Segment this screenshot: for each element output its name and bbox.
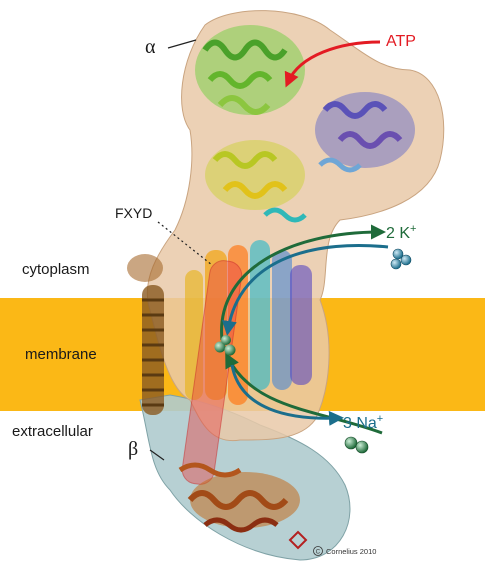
k-ion-icon [391,249,411,269]
actuator-domain [195,25,305,115]
alpha-leader-line [168,40,196,48]
membrane-label: membrane [25,346,97,363]
na-ion-icon [345,437,368,453]
cytoplasm-label: cytoplasm [22,261,90,278]
copyright-symbol: C [316,550,321,556]
copyright-label: Cornelius 2010 [326,547,376,556]
fxyd-label: FXYD [115,205,152,221]
na-ions-label: 3 Na+ [343,413,383,432]
na-ions-charge: + [377,413,383,425]
extracellular-label: extracellular [12,423,93,440]
k-ions-label: 2 K+ [386,223,416,242]
k-ions-text: 2 K [386,225,410,242]
beta-label: β [128,438,138,460]
alpha-label: α [145,36,156,58]
na-ions-text: 3 Na [343,415,377,432]
atp-label: ATP [386,33,416,50]
k-ions-charge: + [410,223,416,235]
